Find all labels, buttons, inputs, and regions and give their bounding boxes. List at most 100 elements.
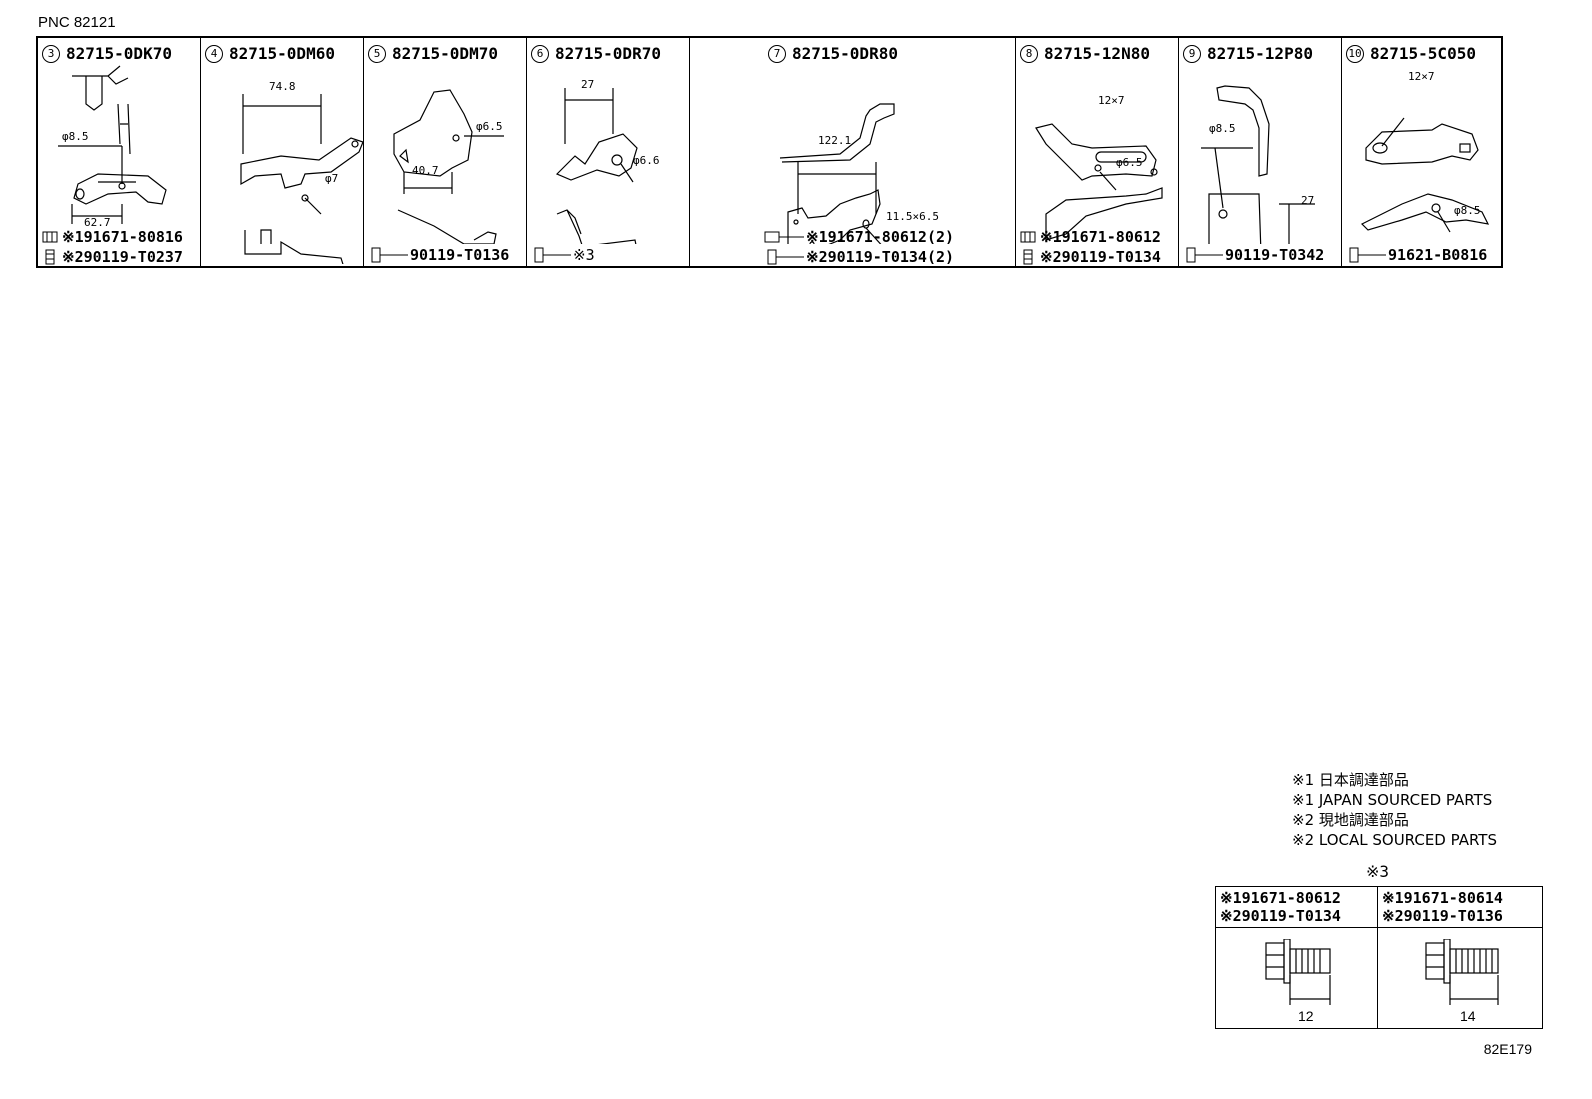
fastener-code[interactable]: ※290119-T0237: [62, 248, 183, 266]
bracket-drawing: [58, 65, 167, 224]
legend-item: ※2 現地調達部品: [1292, 811, 1409, 829]
fastener-line: ※191671-80612: [1020, 228, 1161, 246]
pnc-label: PNC 82121: [38, 14, 116, 31]
fastener-code[interactable]: 90119-T0342: [1225, 246, 1325, 264]
fastener-code[interactable]: ※290119-T0134: [1040, 248, 1161, 266]
fastener-line: ※3: [531, 246, 595, 264]
dim-label: 12×7: [1098, 94, 1125, 107]
panel-header: 5 82715-0DM70: [368, 44, 498, 63]
panel-5[interactable]: 5 82715-0DM70 φ6.5 40.7 90119-T0136: [364, 38, 527, 266]
legend: ※1 日本調達部品 ※1 JAPAN SOURCED PARTS ※2 現地調達…: [1292, 770, 1497, 850]
callout-number: 10: [1346, 44, 1364, 63]
bolt-icon: [1023, 249, 1033, 265]
panel-6[interactable]: 6 82715-0DR70 27 φ6.6 ※3: [527, 38, 690, 266]
panel-3[interactable]: 3 82715-0DK70 φ8.5 62.7 ※191671-80816: [38, 38, 201, 266]
legend-item: ※1 日本調達部品: [1292, 771, 1409, 789]
part-number: 82715-0DR80: [792, 44, 898, 63]
bolt-icon: [1349, 247, 1386, 263]
fastener-line: ※191671-80612(2): [764, 228, 954, 246]
panel-header: 6 82715-0DR70: [531, 44, 661, 63]
dim-label: 27: [581, 78, 595, 91]
fastener-code[interactable]: 90119-T0136: [410, 246, 510, 264]
dim-label: φ6.6: [633, 154, 660, 167]
panel-9[interactable]: 9 82715-12P80 φ8.5 27 90119-T0342: [1179, 38, 1342, 266]
parts-strip: 3 82715-0DK70 φ8.5 62.7 ※191671-80816: [36, 36, 1503, 268]
table-column: ※191671-80612 ※290119-T0134 12: [1216, 887, 1378, 1028]
dim-label: φ8.5: [62, 130, 89, 143]
fastener-line: 90119-T0136: [368, 246, 509, 264]
bracket-drawing: [555, 88, 638, 244]
dim-label: 12×7: [1408, 70, 1435, 83]
fastener-line: ※290119-T0237: [42, 248, 183, 266]
fastener-line: ※191671-80816: [42, 228, 183, 246]
callout-number: 9: [1183, 44, 1201, 63]
panel-header: 9 82715-12P80: [1183, 44, 1313, 63]
dim-label: φ6.5: [476, 120, 503, 133]
dim-label: φ7: [325, 172, 339, 185]
bracket-drawing: [240, 94, 364, 264]
fastener-code[interactable]: ※191671-80816: [62, 228, 183, 246]
fastener-line: 90119-T0342: [1183, 246, 1324, 264]
bolt-code[interactable]: ※191671-80614: [1382, 889, 1503, 907]
panel-4[interactable]: 4 82715-0DM60 74.8 φ7: [201, 38, 364, 266]
fastener-code[interactable]: ※191671-80612(2): [806, 228, 955, 246]
callout-number: 8: [1020, 44, 1038, 63]
bolt-icon: [764, 231, 804, 243]
dim-label: φ6.5: [1116, 156, 1143, 169]
bolt-icon: [45, 249, 55, 265]
part-number: 82715-0DM70: [392, 44, 498, 63]
fastener-code[interactable]: ※191671-80612: [1040, 228, 1161, 246]
bolt-icon: [767, 249, 804, 265]
part-number: 82715-12N80: [1044, 44, 1150, 63]
flange-bolt-icon: [1265, 939, 1331, 1005]
fastener-line: ※290119-T0134: [1020, 248, 1161, 266]
bracket-drawing: [1035, 123, 1163, 241]
bolt-code[interactable]: ※290119-T0136: [1382, 907, 1503, 925]
callout-number: 3: [42, 44, 60, 63]
legend-item: ※1 JAPAN SOURCED PARTS: [1292, 791, 1493, 809]
fastener-code[interactable]: ※3: [573, 246, 595, 264]
dim-label: 27: [1301, 194, 1315, 207]
bolt-icon: [534, 247, 571, 263]
bolt-icon: [1186, 247, 1223, 263]
fastener-line: ※290119-T0134(2): [764, 248, 954, 266]
length-label: 12: [1298, 1008, 1314, 1024]
bolt-icon: [42, 231, 58, 243]
part-number: 82715-0DK70: [66, 44, 172, 63]
panel-header: 10 82715-5C050: [1346, 44, 1476, 63]
panel-header: 8 82715-12N80: [1020, 44, 1150, 63]
bolt-icon: [371, 247, 408, 263]
length-label: 14: [1460, 1008, 1476, 1024]
dim-label: 122.1: [818, 134, 852, 147]
bracket-drawing: [1360, 117, 1490, 233]
dim-label: φ8.5: [1209, 122, 1236, 135]
dim-label: φ8.5: [1454, 204, 1481, 217]
flange-bolt-icon: [1425, 939, 1499, 1005]
panel-10[interactable]: 10 82715-5C050 12×7 φ8.5 91621-B0816: [1342, 38, 1505, 266]
bolt-code[interactable]: ※191671-80612: [1220, 889, 1341, 907]
bracket-drawing: [1201, 85, 1315, 244]
fastener-code[interactable]: 91621-B0816: [1388, 246, 1488, 264]
part-number: 82715-5C050: [1370, 44, 1476, 63]
callout-number: 4: [205, 44, 223, 63]
part-number: 82715-0DR70: [555, 44, 661, 63]
bracket-drawing: [393, 89, 504, 244]
dim-label: 74.8: [269, 80, 296, 93]
bolt-code[interactable]: ※290119-T0134: [1220, 907, 1341, 925]
panel-header: 4 82715-0DM60: [205, 44, 335, 63]
panel-8[interactable]: 8 82715-12N80 12×7 φ6.5 ※191671-80612 ※2…: [1016, 38, 1179, 266]
bracket-drawing: [779, 103, 895, 244]
legend-item: ※2 LOCAL SOURCED PARTS: [1292, 831, 1497, 849]
panel-header: 7 82715-0DR80: [768, 44, 898, 63]
fastener-code[interactable]: ※290119-T0134(2): [806, 248, 955, 266]
dim-label: 11.5×6.5: [886, 210, 939, 223]
dim-label: 62.7: [84, 216, 111, 229]
callout-number: 6: [531, 44, 549, 63]
fastener-line: 91621-B0816: [1346, 246, 1487, 264]
ref3-table: ※191671-80612 ※290119-T0134 12 ※191671-8…: [1215, 886, 1543, 1029]
part-number: 82715-0DM60: [229, 44, 335, 63]
callout-number: 7: [768, 44, 786, 63]
panel-7[interactable]: 7 82715-0DR80 122.1 11.5×6.5 ※191671-806…: [690, 38, 1016, 266]
part-number: 82715-12P80: [1207, 44, 1313, 63]
ref3-title: ※3: [1366, 862, 1390, 881]
